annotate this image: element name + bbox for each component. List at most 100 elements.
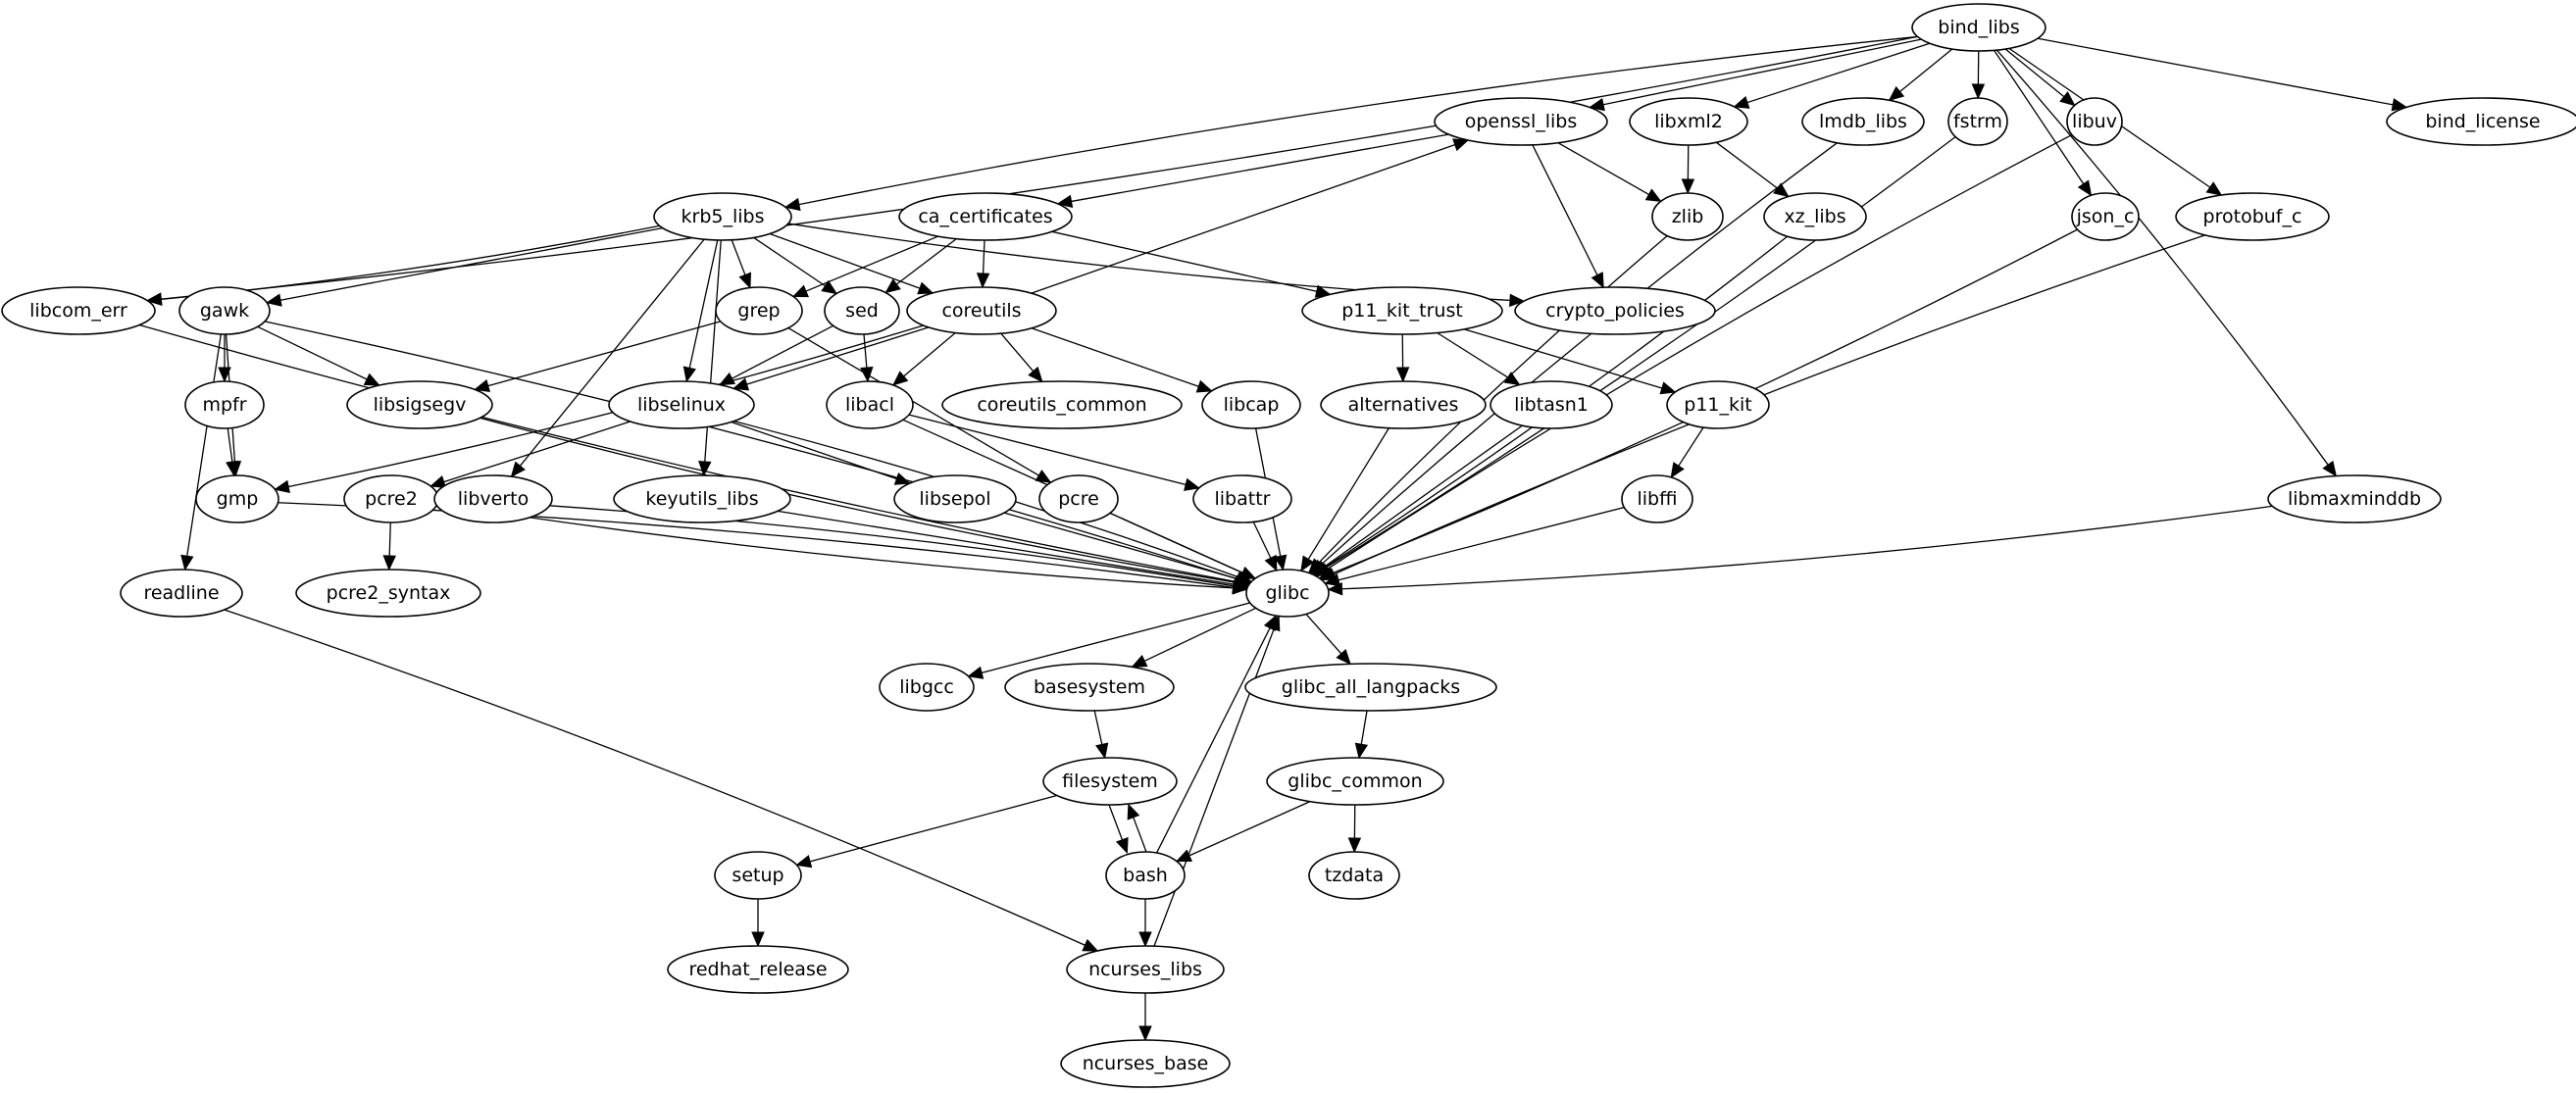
arrowhead-icon bbox=[1591, 272, 1604, 289]
arrowhead-icon bbox=[791, 284, 809, 298]
node-zlib: zlib bbox=[1651, 192, 1724, 241]
node-label: crypto_policies bbox=[1545, 300, 1685, 322]
node-ellipse bbox=[184, 380, 265, 429]
node-label: coreutils_common bbox=[977, 394, 1146, 416]
node-ellipse bbox=[2386, 97, 2576, 146]
node-sed: sed bbox=[824, 286, 900, 335]
node-libacl: libacl bbox=[826, 380, 914, 429]
arrowhead-icon bbox=[1681, 178, 1695, 195]
node-readline: readline bbox=[120, 569, 243, 618]
edge-line bbox=[1995, 49, 2329, 466]
node-ellipse bbox=[295, 569, 481, 618]
edge-line bbox=[1318, 235, 1668, 564]
arrowhead-icon bbox=[1452, 138, 1470, 152]
edge-libffi-to-glibc bbox=[1324, 506, 1625, 587]
edge-line bbox=[908, 414, 1187, 486]
arrowhead-icon bbox=[1184, 477, 1200, 491]
edge-line bbox=[798, 35, 1918, 206]
node-crypto-policies: crypto_policies bbox=[1514, 286, 1716, 335]
arrowhead-icon bbox=[976, 273, 990, 289]
node-ellipse bbox=[826, 380, 914, 429]
node-gmp: gmp bbox=[195, 474, 279, 523]
arrowhead-icon bbox=[751, 931, 765, 948]
node-label: mpfr bbox=[202, 394, 246, 416]
node-ellipse bbox=[608, 380, 755, 429]
edge-setup-to-redhat_release bbox=[751, 899, 765, 948]
node-ellipse bbox=[1060, 1039, 1231, 1088]
edge-sed-to-libselinux bbox=[718, 324, 834, 386]
edge-line bbox=[981, 602, 1250, 673]
node-ellipse bbox=[653, 192, 792, 241]
edge-libacl-to-libattr bbox=[908, 414, 1200, 491]
node-tzdata: tzdata bbox=[1308, 851, 1400, 900]
node-label: bash bbox=[1123, 865, 1168, 886]
arrowhead-icon bbox=[917, 281, 934, 295]
arrowhead-icon bbox=[1589, 98, 1605, 112]
node-label: libattr bbox=[1215, 488, 1271, 510]
edge-libxml2-to-zlib bbox=[1681, 144, 1695, 195]
arrowhead-icon bbox=[2205, 181, 2223, 196]
node-label: gmp bbox=[217, 488, 259, 510]
node-label: json_c bbox=[2076, 206, 2135, 227]
arrowhead-icon bbox=[1127, 803, 1140, 820]
node-bash: bash bbox=[1105, 851, 1186, 900]
edge-mpfr-to-gmp bbox=[226, 427, 239, 477]
node-ellipse bbox=[1308, 851, 1400, 900]
edge-line bbox=[982, 239, 985, 274]
arrowhead-icon bbox=[821, 279, 838, 295]
node-alternatives: alternatives bbox=[1320, 380, 1487, 429]
edge-line bbox=[224, 609, 1086, 946]
node-ellipse bbox=[1301, 286, 1503, 335]
edge-line bbox=[753, 236, 826, 287]
arrowhead-icon bbox=[1082, 938, 1099, 952]
arrowhead-icon bbox=[795, 855, 813, 869]
arrowhead-icon bbox=[2322, 460, 2338, 477]
arrowhead-icon bbox=[1733, 95, 1750, 109]
edge-gawk-to-glibc bbox=[264, 321, 1252, 585]
node-p11-kit-trust: p11_kit_trust bbox=[1301, 286, 1503, 335]
edge-line bbox=[895, 238, 957, 285]
node-label: libcap bbox=[1224, 394, 1280, 416]
arrowhead-icon bbox=[274, 479, 290, 494]
node-ellipse bbox=[824, 286, 900, 335]
edge-line bbox=[731, 239, 746, 275]
node-label: libuv bbox=[2072, 111, 2117, 132]
edge-line bbox=[1108, 804, 1124, 840]
edge-line bbox=[138, 323, 1237, 583]
arrowhead-icon bbox=[1327, 582, 1343, 596]
node-label: redhat_release bbox=[688, 959, 827, 980]
edge-glibc-to-basesystem bbox=[1131, 607, 1256, 668]
edge-bind_libs-to-krb5_libs bbox=[783, 35, 1918, 212]
node-label: glibc_common bbox=[1288, 770, 1422, 792]
node-ellipse bbox=[1514, 286, 1716, 335]
node-bind-libs: bind_libs bbox=[1911, 3, 2046, 52]
node-ellipse bbox=[1490, 380, 1613, 429]
edge-line bbox=[264, 321, 1237, 580]
arrowhead-icon bbox=[1509, 293, 1526, 308]
node-libverto: libverto bbox=[433, 474, 553, 523]
edge-bind_libs-to-json_c bbox=[1994, 49, 2093, 197]
edge-krb5_libs-to-sed bbox=[753, 236, 838, 295]
node-ellipse bbox=[1666, 380, 1770, 429]
node-label: sed bbox=[845, 300, 879, 322]
edge-openssl_libs-to-crypto_policies bbox=[1532, 144, 1604, 289]
edge-filesystem-to-bash bbox=[1108, 804, 1129, 855]
edge-p11_kit_trust-to-libtasn1 bbox=[1437, 331, 1521, 386]
node-glibc-all-langpacks: glibc_all_langpacks bbox=[1244, 663, 1497, 712]
edge-coreutils-to-gmp bbox=[274, 324, 924, 494]
edge-line bbox=[1031, 327, 1199, 387]
node-ellipse bbox=[1004, 663, 1175, 712]
node-libxml2: libxml2 bbox=[1629, 97, 1748, 146]
node-ellipse bbox=[433, 474, 553, 523]
arrowhead-icon bbox=[1395, 367, 1410, 383]
node-ellipse bbox=[346, 380, 493, 429]
edge-line bbox=[1093, 710, 1103, 745]
node-label: libffi bbox=[1638, 488, 1678, 510]
edge-line bbox=[1252, 522, 1272, 559]
edge-line bbox=[1307, 427, 1390, 560]
node-label: glibc bbox=[1265, 582, 1309, 604]
node-ellipse bbox=[1911, 3, 2046, 52]
node-ellipse bbox=[1629, 97, 1748, 146]
arrowhead-icon bbox=[218, 367, 231, 383]
